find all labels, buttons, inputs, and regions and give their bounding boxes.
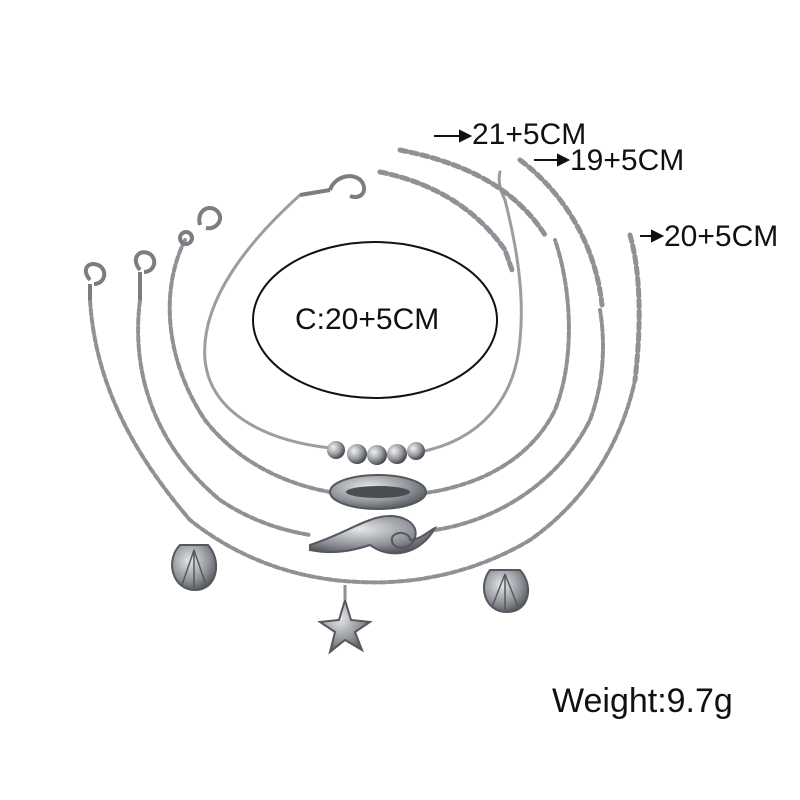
link-chain <box>423 238 571 495</box>
cowrie-shell-charm <box>329 474 427 510</box>
starfish-charm <box>317 596 373 655</box>
wave-charm <box>309 515 438 555</box>
arrow-icon <box>534 153 571 167</box>
extender-chain <box>377 169 515 273</box>
link-chain <box>136 298 312 537</box>
measurement-ellipse <box>252 241 498 399</box>
extender-chain <box>397 147 548 238</box>
length-label-20: 20+5CM <box>664 220 779 253</box>
snake-chain <box>203 193 332 450</box>
scallop-shell-charm <box>482 569 529 614</box>
weight-label: Weight:9.7g <box>552 682 733 720</box>
lobster-clasp <box>299 174 367 199</box>
metal-beads <box>327 441 425 465</box>
extender-chain <box>627 232 642 383</box>
link-chain <box>88 298 637 585</box>
circle-length-label: C:20+5CM <box>295 303 440 336</box>
link-chain <box>167 238 332 494</box>
scallop-shell-charm <box>171 544 217 592</box>
extender-chain <box>517 157 605 308</box>
arrow-icon <box>434 129 473 143</box>
snake-chain <box>418 198 523 454</box>
lobster-clasp <box>178 206 223 246</box>
snake-chain-end <box>497 170 507 202</box>
lobster-clasp <box>83 261 107 300</box>
link-chain <box>433 308 605 532</box>
length-label-21: 21+5CM <box>472 118 587 151</box>
arrow-icon <box>640 229 665 243</box>
length-label-19: 19+5CM <box>570 144 685 177</box>
lobster-clasp <box>133 250 157 300</box>
